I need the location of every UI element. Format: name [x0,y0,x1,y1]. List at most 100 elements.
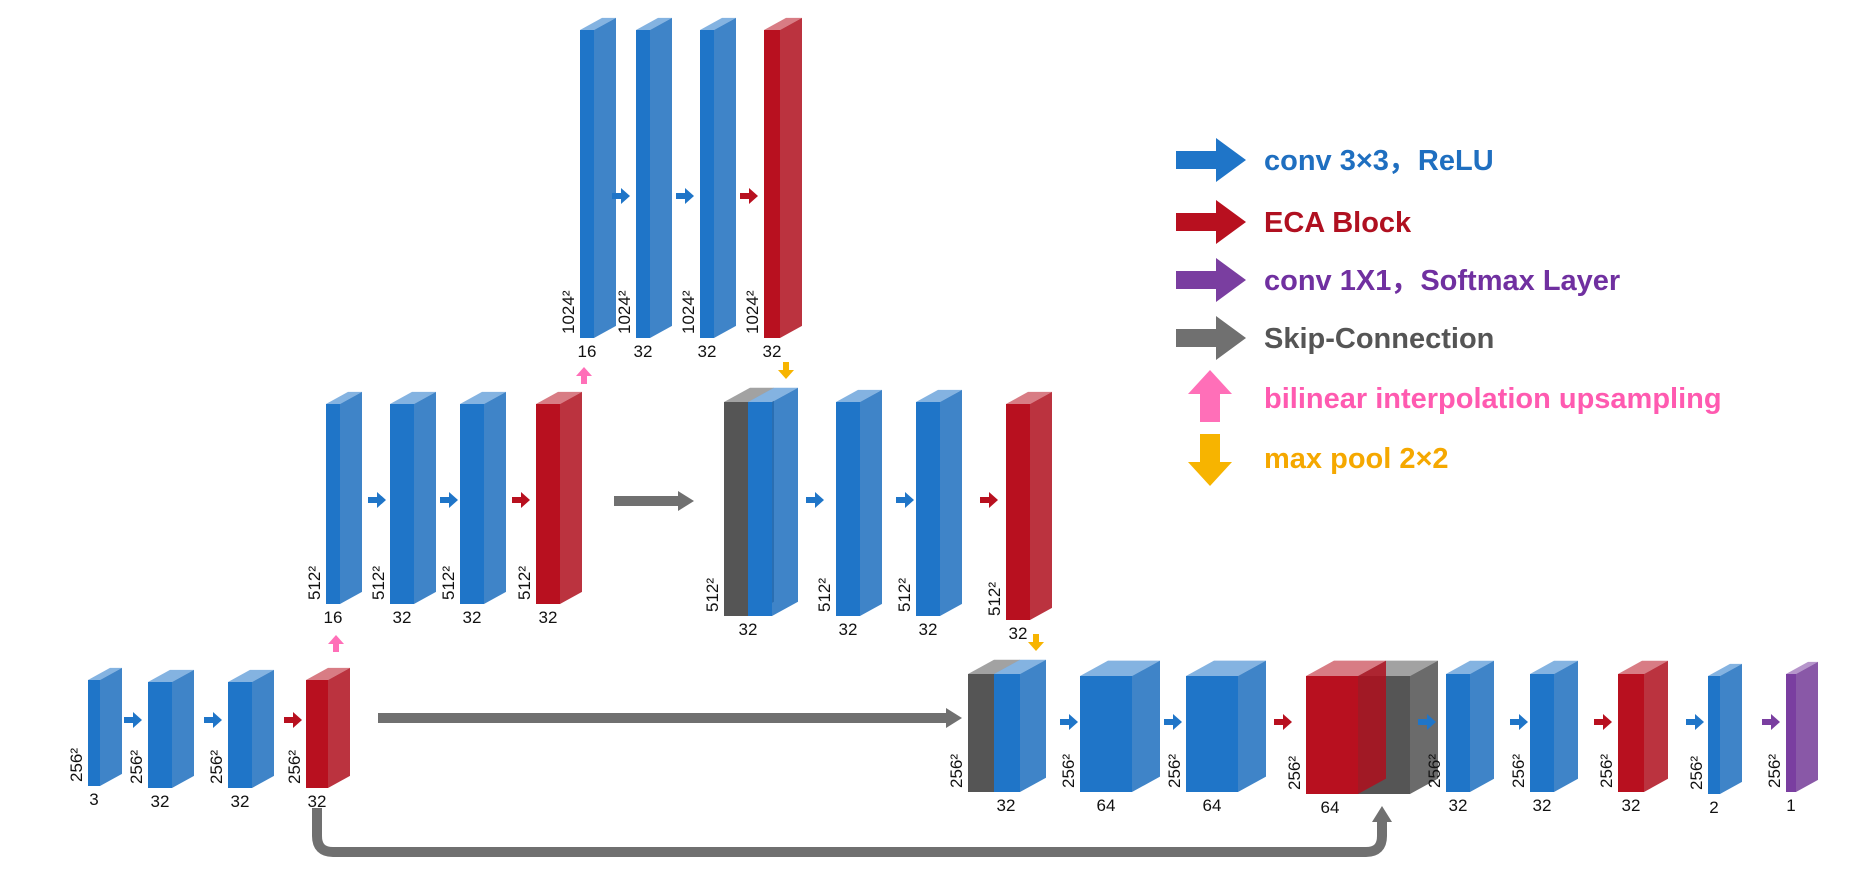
conv-slab-side [484,391,506,604]
conv-slab-front [228,682,252,788]
channel-label: 2 [1709,798,1718,817]
eca-slab-front [1618,674,1644,792]
skip-slab-top [968,659,1020,674]
conv-slab-top [700,17,736,30]
blue-arrow-icon [1176,138,1246,182]
eca-slab-side [328,667,350,788]
conv-slab-side [100,667,122,786]
softmax-slab-top [1786,661,1818,674]
red-arrow-icon [1176,200,1246,244]
eca-slab-side [780,17,802,339]
channel-label: 32 [539,608,558,627]
channel-label: 32 [308,792,327,811]
eca-slab-front [1306,676,1358,794]
eca-slab-top [1618,660,1668,674]
eca-arrow [1594,714,1612,730]
resolution-label: 512² [369,566,388,600]
conv-slab-front [390,404,414,604]
conv-slab-side [172,669,194,788]
resolution-label: 512² [439,566,458,600]
eca-arrow [740,188,758,204]
channel-label: 32 [463,608,482,627]
eca-slab-side [560,391,582,604]
conv-slab-front [88,680,100,786]
channel-label: 16 [324,608,343,627]
channel-label: 32 [1449,796,1468,815]
mid-left-row-block-1: 512² 32 [369,391,436,627]
conv-slab-front [748,402,772,616]
conv-arrow [1686,714,1704,730]
eca-arrow [284,712,302,728]
channel-label: 32 [393,608,412,627]
channel-label: 32 [231,792,250,811]
conv-slab-top [636,17,672,30]
conv-slab-side [1132,660,1160,792]
eca-slab-top [1006,391,1052,404]
legend-item: Skip-Connection [1176,316,1494,360]
channel-label: 32 [919,620,938,639]
channel-label: 32 [1533,796,1552,815]
softmax-arrow [1762,714,1780,730]
resolution-label: 256² [1597,754,1616,788]
resolution-label: 256² [947,754,966,788]
maxpool-arrow-icon [1028,634,1044,651]
eca-slab-front [536,404,560,604]
resolution-label: 256² [1059,754,1078,788]
conv-slab-top [748,387,798,402]
conv-slab-side [1470,660,1494,792]
conv-arrow [612,188,630,204]
resolution-label: 1024² [679,290,698,334]
legend-item: bilinear interpolation upsampling [1188,370,1722,422]
conv-slab-side [650,17,672,339]
conv-arrow [676,188,694,204]
legend-item: max pool 2×2 [1188,434,1449,486]
channel-label: 32 [151,792,170,811]
conv-slab-front [1080,676,1132,792]
conv-arrow [204,712,222,728]
conv-slab-top [1186,660,1266,676]
conv-slab-side [252,669,274,788]
channel-label: 32 [1622,796,1641,815]
conv-slab-front [836,402,860,616]
skip-slab-side [1410,660,1438,794]
eca-slab-top [306,667,350,680]
resolution-label: 256² [1285,756,1304,790]
conv-slab-top [1708,663,1742,676]
conv-slab-front [1446,674,1470,792]
softmax-slab-front [1786,674,1796,792]
softmax-slab-side [1796,661,1818,792]
orange-down-arrow-icon [1188,434,1232,486]
resolution-label: 512² [305,566,324,600]
conv-arrow [1164,714,1182,730]
skip-slab-front [968,674,994,792]
bottom-left-row-block-2: 256² 32 [207,669,274,811]
conv-arrow [368,492,386,508]
resolution-label: 256² [1509,754,1528,788]
skip-arrowhead-icon [946,708,962,728]
conv-slab-front [700,30,714,338]
conv-slab-top [1446,660,1494,674]
conv-slab-side [1720,663,1742,794]
resolution-label: 256² [207,750,226,784]
eca-slab-front [306,680,328,788]
conv-slab-top [580,17,616,30]
resolution-label: 256² [1165,754,1184,788]
resolution-label: 1024² [615,290,634,334]
skip-slab-front [724,402,748,616]
legend-label: bilinear interpolation upsampling [1264,383,1722,415]
upsample-arrow-icon [328,635,344,652]
conv-slab-front [580,30,594,338]
legend-label: conv 1X1，Softmax Layer [1264,265,1620,297]
resolution-label: 512² [515,566,534,600]
bottom-right-row-block-6: 256² 32 [1597,660,1668,815]
channel-label: 32 [1009,624,1028,643]
